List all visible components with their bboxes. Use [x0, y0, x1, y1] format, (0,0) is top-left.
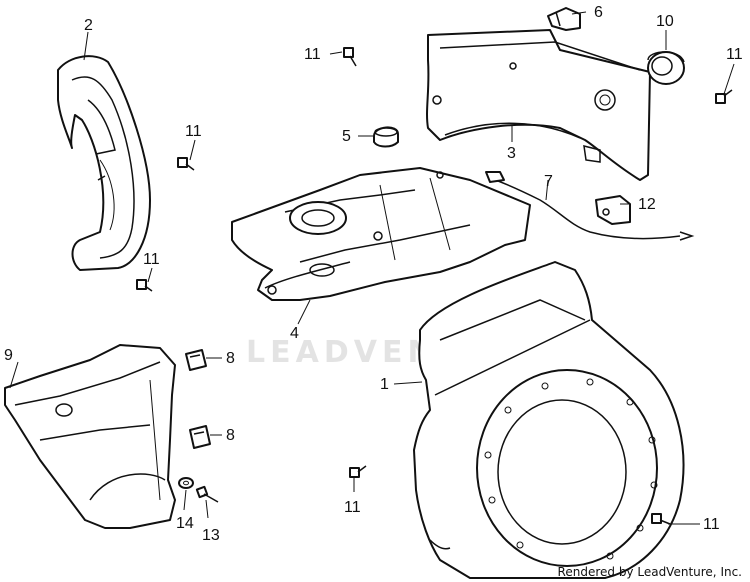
- part-11-bolt-right[interactable]: [715, 89, 733, 104]
- part-13-bolt[interactable]: [195, 485, 219, 503]
- part-11-bolt-top[interactable]: [343, 47, 357, 67]
- callout-5: 5: [342, 128, 351, 145]
- callout-7: 7: [544, 173, 553, 190]
- rendered-by-credit: Rendered by LeadVenture, Inc.: [557, 565, 742, 579]
- part-11-bolt-bottom-right[interactable]: [651, 513, 671, 525]
- part-4-base-plate[interactable]: [231, 167, 531, 301]
- callout-13: 13: [202, 527, 220, 544]
- part-14-washer[interactable]: [178, 477, 194, 489]
- callout-8: 8: [226, 350, 235, 367]
- callout-1: 1: [380, 376, 389, 393]
- part-11-bolt-left-mid[interactable]: [177, 157, 195, 171]
- part-8-grommet-lower[interactable]: [189, 425, 211, 449]
- leader-lines: [9, 11, 735, 525]
- callout-14: 14: [176, 515, 194, 532]
- callout-11: 11: [726, 46, 743, 63]
- part-2-shield[interactable]: [57, 55, 151, 271]
- callout-12: 12: [638, 196, 656, 213]
- callout-2: 2: [84, 17, 93, 34]
- part-12-bracket[interactable]: [595, 195, 631, 225]
- callout-9: 9: [4, 347, 13, 364]
- callout-10: 10: [656, 13, 674, 30]
- part-6-clip[interactable]: [547, 7, 581, 31]
- part-7-cable[interactable]: [97, 171, 695, 241]
- part-11-bolt-center-low[interactable]: [349, 465, 367, 478]
- part-9-side-cover[interactable]: [4, 344, 176, 529]
- part-3-plate[interactable]: [426, 29, 651, 181]
- callout-3: 3: [507, 145, 516, 162]
- callout-6: 6: [594, 4, 603, 21]
- part-5-plug[interactable]: [373, 126, 399, 148]
- part-11-bolt-left-low[interactable]: [136, 279, 153, 292]
- callout-11: 11: [703, 516, 720, 533]
- part-1-fan-shroud[interactable]: [413, 261, 685, 579]
- callout-11: 11: [304, 46, 321, 63]
- callout-8: 8: [226, 427, 235, 444]
- callout-11: 11: [143, 251, 160, 268]
- part-10-grommet[interactable]: [647, 51, 685, 85]
- part-8-grommet-upper[interactable]: [185, 349, 207, 371]
- callout-4: 4: [290, 325, 299, 342]
- callout-labels: 2 11 11 11 5 6 10 11 3 7 12 4 1 9 8 8 11…: [4, 4, 743, 544]
- callout-11: 11: [185, 123, 202, 140]
- callout-11: 11: [344, 499, 361, 516]
